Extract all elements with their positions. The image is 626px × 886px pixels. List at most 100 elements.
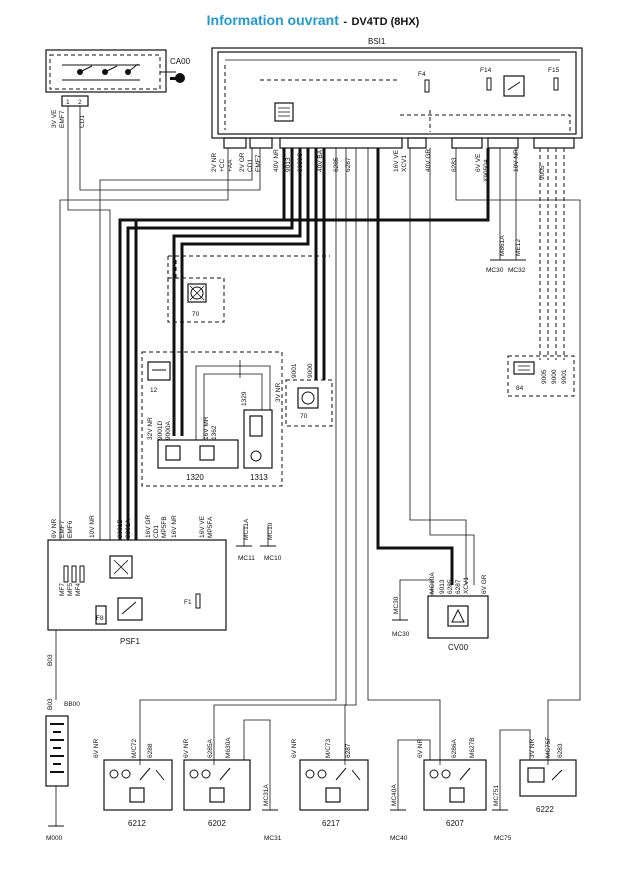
svg-text:16V NR: 16V NR [171, 515, 178, 538]
svg-text:1313: 1313 [250, 473, 268, 482]
svg-text:9000: 9000 [551, 369, 558, 384]
svg-text:EMF7: EMF7 [59, 110, 66, 128]
door-actuator-6202: 6202 6V NR 6285A M630A MC31 MC31A [183, 719, 282, 842]
svg-text:EMF7: EMF7 [59, 520, 66, 538]
svg-text:MC30: MC30 [486, 267, 504, 274]
module-70-lower: 70 9001 9000 3V NR [275, 363, 333, 427]
svg-text:12: 12 [150, 387, 158, 394]
svg-text:BB00: BB00 [64, 701, 80, 708]
svg-text:XCV1: XCV1 [463, 577, 470, 594]
svg-text:6285A: 6285A [207, 739, 214, 758]
svg-text:MF4: MF4 [75, 583, 82, 596]
svg-text:2V GR: 2V GR [239, 152, 246, 172]
svg-text:MC10: MC10 [267, 522, 274, 540]
svg-text:9013: 9013 [439, 579, 446, 594]
svg-text:MC75: MC75 [494, 835, 512, 842]
diagram-header: Information ouvrant - DV4TD (8HX) [0, 12, 626, 30]
svg-text:CD1: CD1 [247, 159, 254, 172]
svg-text:MC40: MC40 [390, 835, 408, 842]
svg-text:6V NR: 6V NR [51, 519, 58, 538]
svg-text:6222: 6222 [536, 805, 554, 814]
ca00-label: CA00 [170, 57, 191, 66]
svg-text:6286A: 6286A [451, 739, 458, 758]
svg-text:MC31A: MC31A [263, 784, 270, 806]
door-actuator-6217: 6217 6V NR M/C73 6287 [291, 738, 369, 828]
ground-mc11-mc10: MC11 MC10 MC11A MC10 [236, 518, 282, 562]
svg-text:9001: 9001 [561, 369, 568, 384]
svg-text:9000A: 9000A [165, 421, 172, 440]
door-actuator-6212: 6212 6V NR M/C72 6288 [93, 738, 173, 828]
svg-text:1362: 1362 [211, 425, 218, 440]
svg-text:MC75F: MC75F [545, 737, 552, 758]
svg-text:10V NR: 10V NR [89, 515, 96, 538]
svg-text:CV00: CV00 [448, 643, 469, 652]
svg-text:MC11A: MC11A [243, 518, 250, 540]
svg-text:MC30: MC30 [393, 596, 400, 614]
svg-text:M/C73: M/C73 [325, 738, 332, 758]
svg-text:MC40A: MC40A [391, 784, 398, 806]
module-1320-group: 12 1320 1313 32V NR 16V MR 9001D 9000A 1… [141, 351, 283, 487]
svg-text:MC11: MC11 [238, 555, 255, 562]
svg-text:+AA: +AA [227, 159, 234, 172]
svg-text:3V VE: 3V VE [51, 109, 58, 128]
svg-text:M861A: M861A [499, 235, 506, 256]
svg-text:9000: 9000 [307, 363, 314, 378]
door-actuator-6207: 6207 6V NR 6286A M627B MC40 MC40A [390, 737, 487, 842]
svg-text:6V NR: 6V NR [417, 739, 424, 758]
svg-text:6V NR: 6V NR [183, 739, 190, 758]
svg-text:6288: 6288 [147, 743, 154, 758]
svg-text:6287: 6287 [345, 157, 352, 172]
svg-text:6V GR: 6V GR [481, 574, 488, 594]
svg-text:ME12: ME12 [515, 239, 522, 256]
svg-text:MC30: MC30 [392, 631, 410, 638]
svg-text:6283: 6283 [451, 157, 458, 172]
svg-text:9005: 9005 [541, 369, 548, 384]
fuse-f15: F15 [548, 67, 560, 74]
svg-text:F1: F1 [184, 599, 192, 606]
svg-text:6285: 6285 [447, 579, 454, 594]
ca00-ignition-switch: CA00 1 2 3V VE EMF7 CD1 [45, 49, 191, 128]
title-separator: - [343, 16, 348, 28]
svg-text:6285: 6285 [333, 157, 340, 172]
svg-text:9001A: 9001A [125, 519, 132, 538]
svg-text:32V NR: 32V NR [147, 417, 154, 440]
svg-text:MP5FA: MP5FA [207, 516, 214, 538]
svg-text:6217: 6217 [322, 819, 340, 828]
diagram-title: Information ouvrant [206, 12, 339, 28]
svg-text:+CC: +CC [219, 159, 226, 172]
svg-text:1320: 1320 [186, 473, 204, 482]
psf1-unit: F1 F8 PSF1 MF7 MF5 MF4 6V NR EMF7 EMF6 1… [47, 515, 227, 700]
svg-text:XCV1: XCV1 [401, 155, 408, 172]
svg-text:1: 1 [66, 99, 70, 106]
svg-text:B03: B03 [47, 654, 54, 666]
svg-text:3V NR: 3V NR [529, 739, 536, 758]
svg-text:3V NR: 3V NR [275, 383, 282, 402]
svg-text:16V MR: 16V MR [203, 416, 210, 440]
svg-text:9001: 9001 [291, 363, 298, 378]
svg-text:M630A: M630A [225, 737, 232, 758]
bsi1-unit: BSI1 F4 F14 F15 [211, 37, 583, 139]
svg-text:6287: 6287 [455, 579, 462, 594]
ground-mc30-mc32: MC30 MC32 M861A ME12 [486, 235, 526, 274]
svg-text:9001D: 9001D [157, 421, 164, 440]
svg-text:16V VE: 16V VE [393, 149, 400, 172]
svg-text:F8: F8 [96, 615, 104, 622]
module-70-upper: 70 [167, 277, 225, 323]
svg-text:MC31: MC31 [264, 835, 282, 842]
svg-text:6V NR: 6V NR [291, 739, 298, 758]
svg-text:84: 84 [516, 385, 524, 392]
svg-text:6V VE: 6V VE [475, 153, 482, 172]
svg-text:40V GR: 40V GR [425, 149, 432, 172]
svg-text:2: 2 [78, 99, 82, 106]
svg-text:EMF7: EMF7 [255, 154, 262, 172]
module-84: 84 9005 9000 9001 [507, 355, 575, 397]
svg-text:70: 70 [300, 413, 308, 420]
svg-text:PSF1: PSF1 [120, 637, 141, 646]
bb00-battery: B03 B03 BB00 M000 [45, 654, 80, 842]
svg-text:40V BA: 40V BA [317, 149, 324, 172]
svg-text:MC751: MC751 [493, 785, 500, 806]
harness-wires [118, 148, 565, 585]
svg-text:1329: 1329 [241, 391, 248, 406]
svg-text:M000: M000 [46, 835, 63, 842]
